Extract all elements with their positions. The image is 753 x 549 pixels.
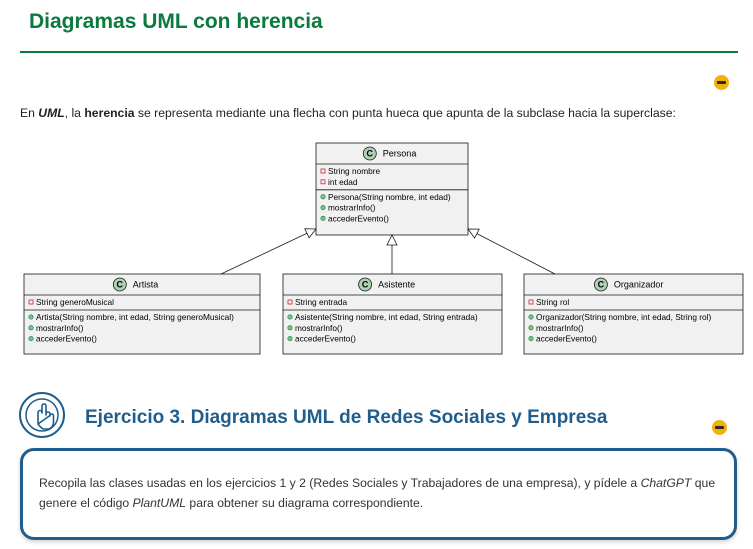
title-divider [20, 51, 738, 53]
intro-uml: UML [38, 106, 65, 120]
class-attribute: int edad [328, 177, 358, 187]
class-attribute: String rol [536, 297, 569, 307]
hollow-arrowhead-icon [467, 228, 480, 239]
exercise-text-before: Recopila las clases usadas en los ejerci… [39, 476, 641, 490]
exercise-toggle-icon[interactable] [712, 420, 727, 435]
exercise-title: Ejercicio 3. Diagramas UML de Redes Soci… [85, 407, 608, 428]
class-name: Asistente [378, 280, 415, 290]
public-visibility-icon [528, 325, 534, 331]
class-method: Organizador(String nombre, int edad, Str… [536, 312, 711, 322]
stereotype-letter: C [367, 149, 374, 159]
public-visibility-icon [528, 336, 534, 342]
public-visibility-icon [287, 336, 293, 342]
class-method: mostrarInfo() [295, 323, 343, 333]
inheritance-arrow-artista [220, 228, 317, 275]
stereotype-letter: C [598, 280, 605, 290]
class-method: mostrarInfo() [36, 323, 84, 333]
exercise-text-middle: que genere el código [39, 476, 716, 510]
class-box [315, 142, 469, 236]
class-method: mostrarInfo() [328, 203, 376, 213]
public-visibility-icon [320, 215, 326, 221]
private-visibility-icon [28, 299, 34, 305]
class-method: mostrarInfo() [536, 323, 584, 333]
public-visibility-icon [287, 325, 293, 331]
inheritance-arrow-asistente [386, 234, 398, 274]
public-visibility-icon [28, 336, 34, 342]
class-name: Organizador [614, 280, 664, 290]
class-method: Persona(String nombre, int edad) [328, 192, 451, 202]
stereotype-letter: C [117, 280, 124, 290]
class-method: accederEvento() [36, 334, 97, 344]
intro-paragraph: En UML, la herencia se representa median… [20, 106, 676, 120]
stereotype-letter: C [362, 280, 369, 290]
intro-herencia: herencia [84, 106, 135, 120]
public-visibility-icon [28, 314, 34, 320]
class-attribute: String nombre [328, 166, 380, 176]
page-title: Diagramas UML con herencia [29, 10, 323, 33]
class-name: Artista [133, 280, 159, 290]
private-visibility-icon [528, 299, 534, 305]
hollow-arrowhead-icon [304, 228, 317, 239]
inheritance-arrow-organizador [467, 228, 556, 275]
public-visibility-icon [28, 325, 34, 331]
hollow-arrowhead-icon [386, 234, 398, 246]
class-box [23, 273, 261, 355]
private-visibility-icon [287, 299, 293, 305]
intro-suffix: se representa mediante una flecha con pu… [134, 106, 676, 120]
public-visibility-icon [320, 205, 326, 211]
class-method: accederEvento() [328, 213, 389, 223]
exercise-text: Recopila las clases usadas en los ejerci… [39, 473, 719, 513]
class-method: accederEvento() [295, 334, 356, 344]
class-stereotype-icon [594, 277, 608, 292]
private-visibility-icon [320, 168, 326, 174]
class-method: accederEvento() [536, 334, 597, 344]
class-method: Artista(String nombre, int edad, String … [36, 312, 234, 322]
exercise-box: Recopila las clases usadas en los ejerci… [20, 448, 737, 540]
class-stereotype-icon [358, 277, 373, 292]
class-method: Asistente(String nombre, int edad, Strin… [295, 312, 478, 322]
pointing-hand-icon [19, 392, 65, 438]
intro-mid: , la [64, 106, 85, 120]
public-visibility-icon [320, 194, 326, 200]
exercise-chatgpt: ChatGPT [640, 476, 692, 490]
class-stereotype-icon [112, 277, 127, 292]
class-name: Persona [383, 149, 417, 159]
exercise-text-after: para obtener su diagrama correspondiente… [186, 496, 424, 510]
class-stereotype-icon [362, 146, 377, 161]
public-visibility-icon [287, 314, 293, 320]
collapse-toggle-icon[interactable] [714, 75, 729, 90]
exercise-plantuml: PlantUML [132, 496, 187, 510]
class-box [282, 273, 503, 355]
class-box [523, 273, 744, 355]
class-attribute: String generoMusical [36, 297, 114, 307]
intro-prefix: En [20, 106, 39, 120]
class-attribute: String entrada [295, 297, 348, 307]
private-visibility-icon [320, 179, 326, 185]
public-visibility-icon [528, 314, 534, 320]
